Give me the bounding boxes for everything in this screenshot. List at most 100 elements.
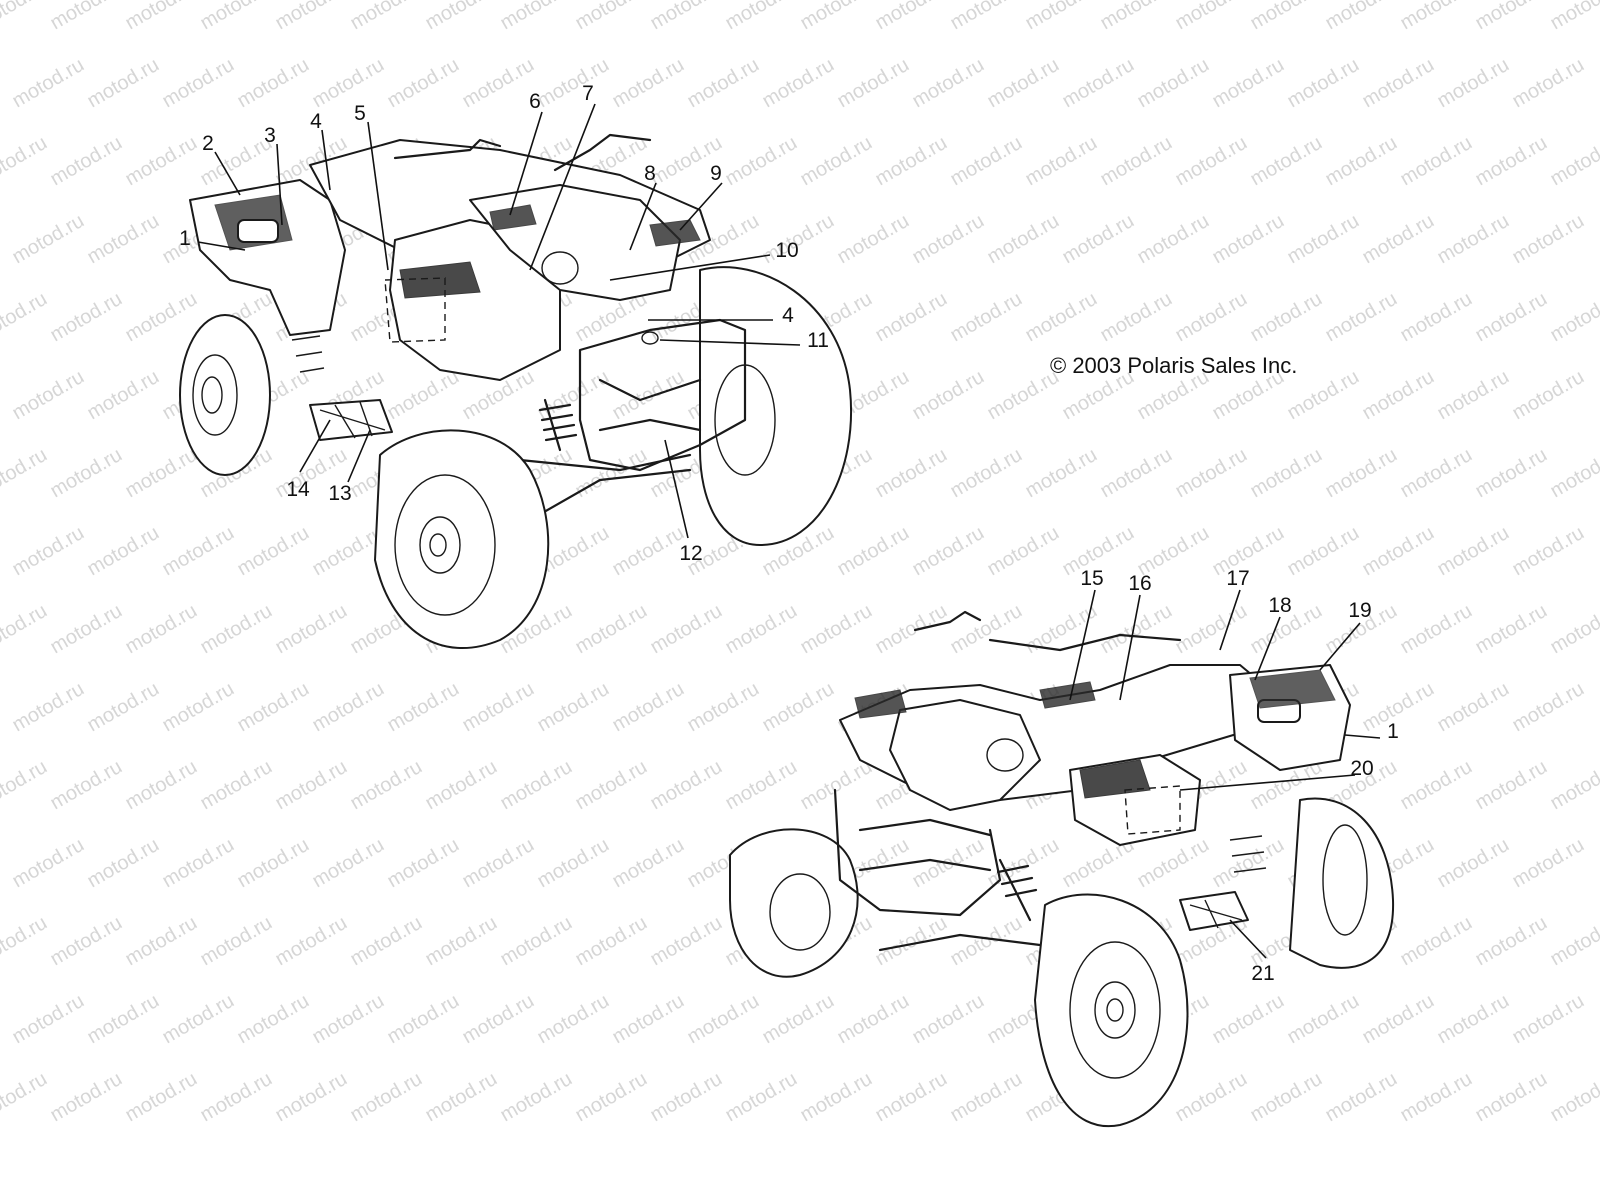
watermark-text: motod.ru bbox=[1247, 444, 1326, 503]
watermark-text: motod.ru bbox=[0, 132, 51, 191]
watermark-text: motod.ru bbox=[572, 1068, 651, 1127]
watermark-text: motod.ru bbox=[872, 132, 951, 191]
watermark-text: motod.ru bbox=[384, 366, 463, 425]
watermark-text: motod.ru bbox=[647, 756, 726, 815]
watermark-text: motod.ru bbox=[1547, 0, 1600, 34]
watermark-text: motod.ru bbox=[47, 444, 126, 503]
watermark-text: motod.ru bbox=[684, 678, 763, 737]
watermark-text: motod.ru bbox=[272, 912, 351, 971]
watermark-text: motod.ru bbox=[197, 1068, 276, 1127]
watermark-text: motod.ru bbox=[422, 912, 501, 971]
watermark-text: motod.ru bbox=[384, 678, 463, 737]
watermark-text: motod.ru bbox=[159, 522, 238, 581]
watermark-text: motod.ru bbox=[234, 54, 313, 113]
watermark-text: motod.ru bbox=[872, 1068, 951, 1127]
watermark-text: motod.ru bbox=[1284, 54, 1363, 113]
watermark-text: motod.ru bbox=[1172, 0, 1251, 34]
watermark-text: motod.ru bbox=[347, 756, 426, 815]
watermark-text: motod.ru bbox=[1172, 1068, 1251, 1127]
watermark-text: motod.ru bbox=[384, 54, 463, 113]
watermark-text: motod.ru bbox=[197, 600, 276, 659]
watermark-text: motod.ru bbox=[684, 54, 763, 113]
watermark-text: motod.ru bbox=[1172, 132, 1251, 191]
watermark-text: motod.ru bbox=[84, 834, 163, 893]
watermark-text: motod.ru bbox=[1359, 990, 1438, 1049]
callout-3: 3 bbox=[264, 124, 276, 147]
callout-9: 9 bbox=[710, 162, 722, 185]
watermark-text: motod.ru bbox=[347, 912, 426, 971]
watermark-text: motod.ru bbox=[984, 210, 1063, 269]
watermark-text: motod.ru bbox=[309, 678, 388, 737]
watermark-text: motod.ru bbox=[947, 600, 1026, 659]
watermark-text: motod.ru bbox=[1509, 522, 1588, 581]
watermark-text: motod.ru bbox=[122, 132, 201, 191]
copyright-notice: © 2003 Polaris Sales Inc. bbox=[1050, 353, 1298, 378]
watermark-text: motod.ru bbox=[122, 288, 201, 347]
watermark-text: motod.ru bbox=[1097, 600, 1176, 659]
watermark-text: motod.ru bbox=[1097, 444, 1176, 503]
watermark-text: motod.ru bbox=[1209, 834, 1288, 893]
watermark-text: motod.ru bbox=[797, 0, 876, 34]
watermark-text: motod.ru bbox=[1247, 1068, 1326, 1127]
watermark-text: motod.ru bbox=[1509, 210, 1588, 269]
watermark-text: motod.ru bbox=[534, 678, 613, 737]
watermark-text: motod.ru bbox=[122, 600, 201, 659]
watermark-text: motod.ru bbox=[1134, 210, 1213, 269]
watermark-text: motod.ru bbox=[572, 444, 651, 503]
watermark-text: motod.ru bbox=[1284, 522, 1363, 581]
watermark-text: motod.ru bbox=[909, 210, 988, 269]
watermark-text: motod.ru bbox=[872, 912, 951, 971]
watermark-text: motod.ru bbox=[197, 0, 276, 34]
watermark-text: motod.ru bbox=[234, 522, 313, 581]
watermark-text: motod.ru bbox=[1022, 444, 1101, 503]
watermark-text: motod.ru bbox=[9, 678, 88, 737]
watermark-text: motod.ru bbox=[159, 834, 238, 893]
watermark-text: motod.ru bbox=[1172, 288, 1251, 347]
callout-11: 11 bbox=[807, 329, 829, 352]
watermark-text: motod.ru bbox=[47, 912, 126, 971]
watermark-text: motod.ru bbox=[1397, 756, 1476, 815]
watermark-text: motod.ru bbox=[1472, 1068, 1551, 1127]
watermark-text: motod.ru bbox=[384, 834, 463, 893]
watermark-text: motod.ru bbox=[497, 756, 576, 815]
watermark-text: motod.ru bbox=[722, 0, 801, 34]
watermark-text: motod.ru bbox=[1509, 366, 1588, 425]
watermark-text: motod.ru bbox=[459, 54, 538, 113]
callout-18: 18 bbox=[1268, 594, 1291, 617]
watermark-text: motod.ru bbox=[609, 54, 688, 113]
watermark-text: motod.ru bbox=[1322, 444, 1401, 503]
watermark-text: motod.ru bbox=[872, 600, 951, 659]
watermark-text: motod.ru bbox=[309, 834, 388, 893]
watermark-text: motod.ru bbox=[1397, 600, 1476, 659]
watermark-text: motod.ru bbox=[9, 366, 88, 425]
watermark-text: motod.ru bbox=[1472, 756, 1551, 815]
watermark-text: motod.ru bbox=[47, 132, 126, 191]
watermark-text: motod.ru bbox=[572, 912, 651, 971]
watermark-text: motod.ru bbox=[1547, 600, 1600, 659]
watermark-text: motod.ru bbox=[122, 0, 201, 34]
watermark-text: motod.ru bbox=[84, 54, 163, 113]
watermark-text: motod.ru bbox=[722, 600, 801, 659]
watermark-text: motod.ru bbox=[122, 1068, 201, 1127]
watermark-text: motod.ru bbox=[1097, 288, 1176, 347]
watermark-text: motod.ru bbox=[9, 522, 88, 581]
watermark-text: motod.ru bbox=[0, 756, 51, 815]
callout-12: 12 bbox=[679, 542, 702, 565]
watermark-text: motod.ru bbox=[47, 288, 126, 347]
watermark-text: motod.ru bbox=[84, 990, 163, 1049]
watermark-text: motod.ru bbox=[1472, 288, 1551, 347]
callout-17: 17 bbox=[1226, 567, 1249, 590]
watermark-text: motod.ru bbox=[9, 990, 88, 1049]
watermark-text: motod.ru bbox=[384, 990, 463, 1049]
watermark-text: motod.ru bbox=[609, 834, 688, 893]
watermark-text: motod.ru bbox=[159, 678, 238, 737]
callout-20: 20 bbox=[1350, 757, 1373, 780]
watermark-text: motod.ru bbox=[1547, 444, 1600, 503]
watermark-text: motod.ru bbox=[0, 1068, 51, 1127]
watermark-text: motod.ru bbox=[1397, 0, 1476, 34]
watermark-text: motod.ru bbox=[984, 522, 1063, 581]
watermark-text: motod.ru bbox=[909, 366, 988, 425]
watermark-text: motod.ru bbox=[272, 756, 351, 815]
watermark-text: motod.ru bbox=[1509, 834, 1588, 893]
